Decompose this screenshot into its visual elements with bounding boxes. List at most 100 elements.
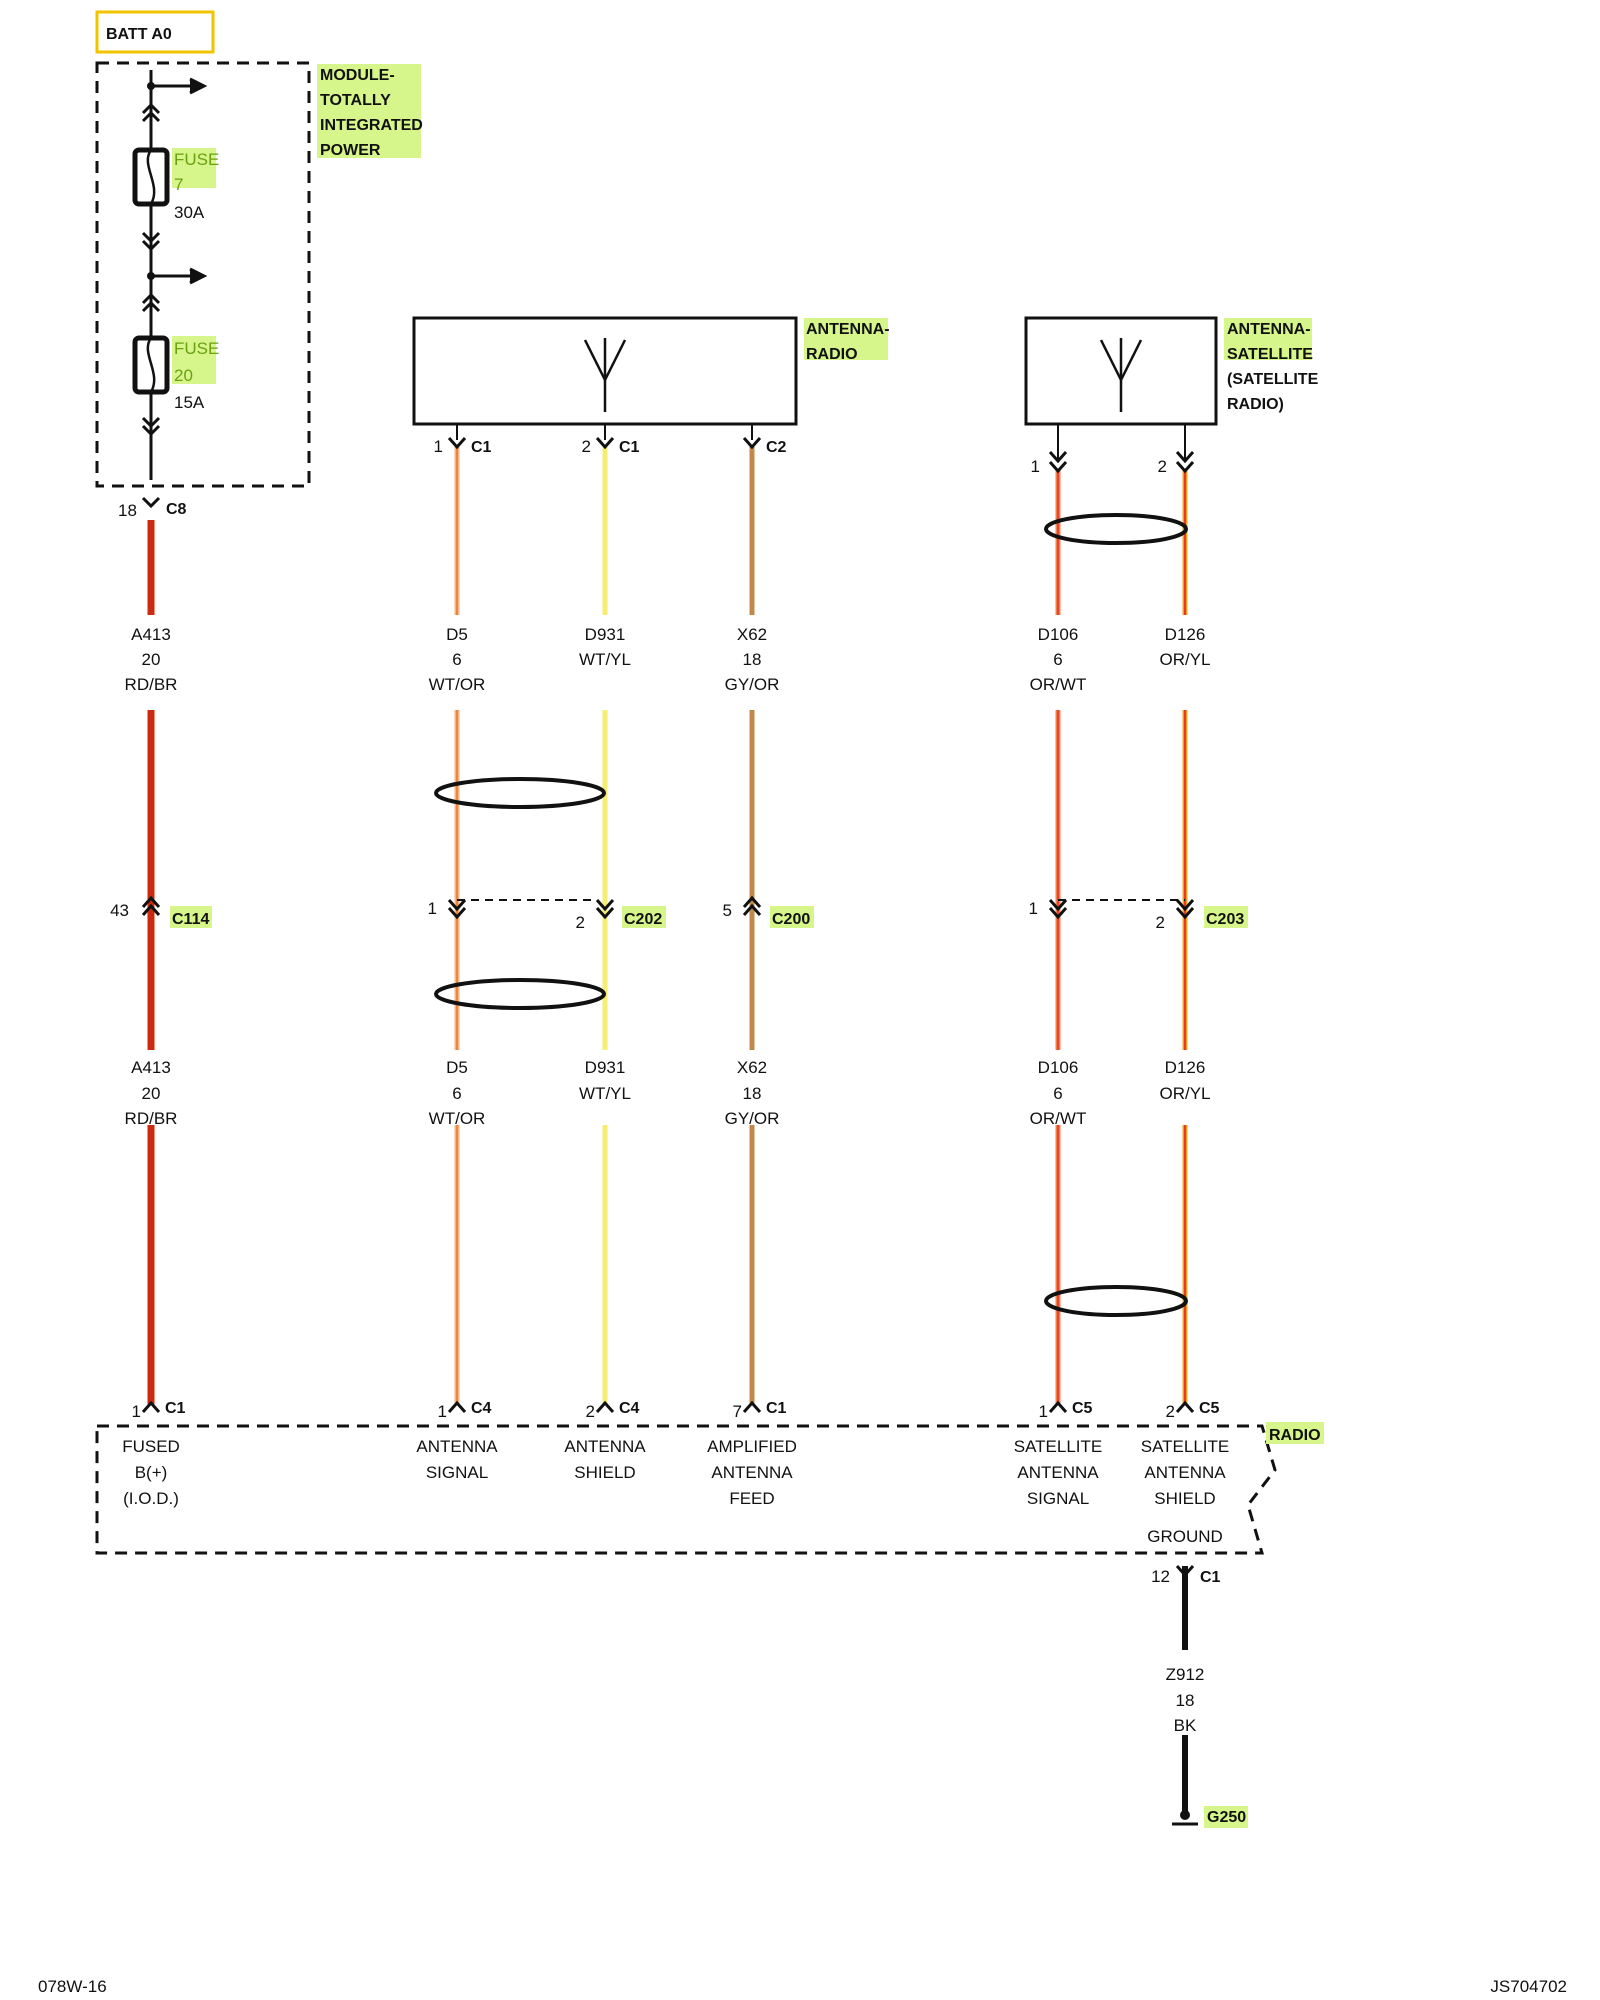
radio-connector: C5 (1199, 1400, 1220, 1417)
c114-pin: 43 (110, 901, 129, 920)
wire-color-label: GY/OR (725, 1109, 780, 1128)
connector-symbol (1175, 899, 1195, 912)
twisted-pair-oval (1044, 1285, 1188, 1317)
radio-pin-function: B(+) (135, 1463, 168, 1482)
ground-function-label: GROUND (1147, 1527, 1223, 1546)
wire-color-label: RD/BR (125, 675, 178, 694)
svg-text:FUSE: FUSE (174, 150, 219, 169)
wire-color-label: WT/OR (429, 1109, 486, 1128)
wire-color-label: WT/YL (579, 650, 631, 669)
radio-pin-function: ANTENNA (1017, 1463, 1099, 1482)
connector-symbol (447, 437, 467, 450)
radio-pin: 7 (733, 1402, 742, 1421)
radio-pin-function: FEED (729, 1489, 774, 1508)
c202-highlight (622, 906, 666, 928)
wires: A41320RD/BRD56WT/ORD931WT/YLX6218GY/ORD1… (110, 424, 1248, 1508)
antenna-radio-pin: 2 (582, 437, 591, 456)
svg-text:INTEGRATED: INTEGRATED (320, 117, 423, 134)
connector-symbol (742, 903, 762, 916)
antenna-radio-label: ANTENNA- RADIO (804, 318, 890, 363)
radio-label: RADIO (1266, 1422, 1324, 1444)
wire-circuit-label: D5 (446, 1058, 468, 1077)
radio-pin-function: AMPLIFIED (707, 1437, 797, 1456)
svg-text:TOTALLY: TOTALLY (320, 92, 391, 109)
radio-pin-function: SIGNAL (426, 1463, 488, 1482)
c200-connector: C200 (772, 911, 810, 928)
radio-connector: C5 (1072, 1400, 1093, 1417)
antenna-satellite-label: ANTENNA- SATELLITE (SATELLITE RADIO) (1224, 318, 1319, 413)
connector-symbol (595, 1400, 615, 1413)
radio-pin: 1 (1039, 1402, 1048, 1421)
antenna-radio-connector: C1 (619, 439, 640, 456)
connector-symbol (742, 1400, 762, 1413)
wire-color-label: WT/OR (429, 675, 486, 694)
connector-symbol (1048, 907, 1068, 920)
wire-gauge-label: 6 (452, 1084, 461, 1103)
svg-text:RADIO: RADIO (806, 346, 858, 363)
ground-symbol-icon (1172, 1810, 1198, 1826)
wire-gauge-label: 20 (142, 1084, 161, 1103)
fuse-7-label: FUSE 7 30A (172, 148, 219, 222)
svg-text:20: 20 (174, 366, 193, 385)
wire-circuit-label: D931 (585, 625, 626, 644)
svg-text:SATELLITE: SATELLITE (1227, 346, 1313, 363)
connector-symbol (595, 907, 615, 920)
svg-text:POWER: POWER (320, 142, 381, 159)
wire-circuit-label: D5 (446, 625, 468, 644)
connector-symbol (595, 899, 615, 912)
connector-symbol (1048, 1400, 1068, 1413)
c202-pin: 2 (576, 913, 585, 932)
svg-text:RADIO): RADIO) (1227, 396, 1284, 413)
svg-text:MODULE-: MODULE- (320, 67, 395, 84)
batt-label-box (95, 10, 215, 54)
radio-pin-function: SIGNAL (1027, 1489, 1089, 1508)
radio-pin-function: ANTENNA (711, 1463, 793, 1482)
radio-pin-function: SATELLITE (1014, 1437, 1103, 1456)
c202-pin: 1 (428, 899, 437, 918)
c200-pin: 5 (723, 901, 732, 920)
tipm-module-box (95, 61, 311, 488)
splice-dot (147, 272, 155, 280)
ground-pin: 12 (1151, 1567, 1170, 1586)
radio-connector: C4 (471, 1400, 492, 1417)
wire-color-label: OR/YL (1159, 650, 1210, 669)
svg-text:ANTENNA-: ANTENNA- (1227, 321, 1311, 338)
radio-pin-function: SHIELD (574, 1463, 635, 1482)
radio-connector: C1 (165, 1400, 186, 1417)
antenna-radio-pin: 1 (434, 437, 443, 456)
wire-gauge-label: 6 (1053, 1084, 1062, 1103)
antenna-icon (583, 338, 627, 412)
radio-pin: 2 (586, 1402, 595, 1421)
wire-circuit-label: X62 (737, 625, 767, 644)
connector-symbol (141, 496, 161, 509)
antenna-satellite-pin: 1 (1031, 457, 1040, 476)
wire-gauge-label: 20 (142, 650, 161, 669)
connector-symbol (141, 895, 161, 908)
connector-symbol (742, 895, 762, 908)
connector-symbol (447, 1400, 467, 1413)
connector-symbol (141, 903, 161, 916)
splice-dot (147, 82, 155, 90)
ground-wire-circuit: Z912 (1166, 1665, 1205, 1684)
svg-text:7: 7 (174, 175, 183, 194)
wire-color-label: RD/BR (125, 1109, 178, 1128)
radio-pin-function: ANTENNA (1144, 1463, 1226, 1482)
wire-color-label: OR/WT (1030, 1109, 1087, 1128)
svg-text:ANTENNA-: ANTENNA- (806, 321, 890, 338)
wire-circuit-label: D931 (585, 1058, 626, 1077)
wire-circuit-label: A413 (131, 625, 171, 644)
ground-wire-gauge: 18 (1176, 1691, 1195, 1710)
radio-pin-function: FUSED (122, 1437, 180, 1456)
radio-module-box (95, 1424, 1277, 1555)
fuse-20-label: FUSE 20 15A (172, 336, 219, 412)
radio-pin-function: SHIELD (1154, 1489, 1215, 1508)
twisted-pair-oval (434, 777, 606, 809)
c200-highlight (770, 906, 814, 928)
wire-circuit-label: D126 (1165, 625, 1206, 644)
antenna-radio-connector: C2 (766, 439, 787, 456)
connector-symbol (1048, 451, 1068, 464)
connector-symbol (1175, 1400, 1195, 1413)
tipm-label: MODULE- TOTALLY INTEGRATED POWER (317, 64, 423, 159)
connector-symbol (595, 437, 615, 450)
radio-pin-function: ANTENNA (416, 1437, 498, 1456)
